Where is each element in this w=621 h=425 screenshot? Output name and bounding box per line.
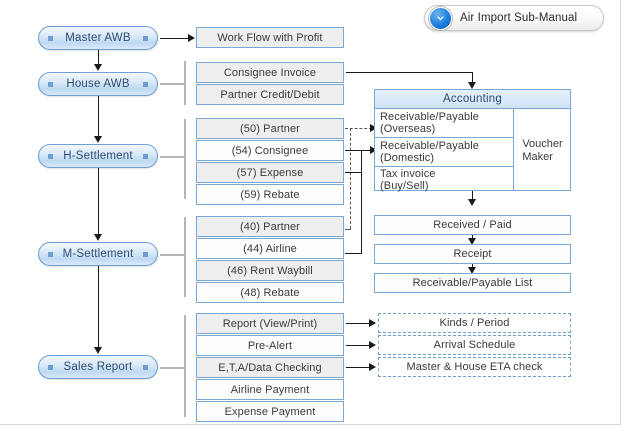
pill-dot-left-icon (48, 252, 53, 257)
master-awb-arrow-icon (188, 34, 195, 42)
spine-link-2 (98, 96, 99, 138)
m-settlement-group-bar (184, 217, 186, 297)
received-to-receipt-arrow-icon (468, 238, 476, 245)
house-awb-group-bar (184, 61, 186, 105)
box-expense-payment[interactable]: Expense Payment (196, 401, 344, 422)
domestic-bus-h (345, 150, 373, 151)
box-master-house-eta-check[interactable]: Master & House ETA check (378, 357, 571, 377)
node-m-settlement-label: M-Settlement (62, 248, 134, 260)
report-arrow-2-icon (369, 341, 376, 349)
box-54-consignee[interactable]: (54) Consignee (196, 140, 344, 161)
node-master-awb[interactable]: Master AWB (38, 26, 158, 50)
house-awb-connector (160, 83, 186, 85)
spine-link-3 (98, 168, 99, 236)
m-settlement-connector (160, 254, 186, 256)
node-m-settlement[interactable]: M-Settlement (38, 242, 158, 266)
receipt-to-list-arrow-icon (468, 267, 476, 274)
box-partner-credit-debit[interactable]: Partner Credit/Debit (196, 84, 344, 105)
accounting-header: Accounting (375, 90, 570, 109)
pill-dot-right-icon (143, 82, 148, 87)
box-44-airline[interactable]: (44) Airline (196, 238, 344, 259)
accounting-panel: Accounting Receivable/Payable(Overseas) … (374, 89, 571, 192)
box-46-rent-waybill[interactable]: (46) Rent Waybill (196, 260, 344, 281)
accounting-to-received-arrow-icon (468, 199, 476, 206)
pill-dot-left-icon (48, 36, 53, 41)
report-arrow-line-2 (346, 345, 372, 346)
box-consignee-invoice[interactable]: Consignee Invoice (196, 62, 344, 83)
pill-dot-left-icon (48, 154, 53, 159)
domestic-bus-v (361, 150, 362, 254)
node-sales-report-label: Sales Report (63, 361, 133, 373)
spine-link-1 (98, 50, 99, 66)
consignee-to-accounting-v (472, 72, 473, 84)
partner-overseas-dashed-h (345, 128, 372, 129)
pill-dot-right-icon (143, 252, 148, 257)
box-receipt[interactable]: Receipt (374, 244, 571, 264)
title-badge-label: Air Import Sub-Manual (460, 12, 578, 24)
partner-40-dashed-h (345, 229, 351, 230)
box-arrival-schedule[interactable]: Arrival Schedule (378, 335, 571, 355)
node-sales-report[interactable]: Sales Report (38, 355, 158, 379)
spine-link-4 (98, 266, 99, 349)
pill-dot-right-icon (143, 36, 148, 41)
box-report-view-print[interactable]: Report (View/Print) (196, 313, 344, 334)
spine-arrow-1-icon (94, 64, 102, 71)
partner-overseas-arrow-icon (370, 124, 377, 132)
accounting-column-divider (513, 109, 514, 191)
box-kinds-period[interactable]: Kinds / Period (378, 313, 571, 333)
chevron-down-circle-icon (429, 6, 452, 30)
report-arrow-3-icon (369, 363, 376, 371)
partner-overseas-dashed-v (350, 128, 351, 229)
master-awb-connector (160, 38, 190, 39)
box-receivable-payable-list[interactable]: Receivable/Payable List (374, 273, 571, 293)
pill-dot-right-icon (143, 154, 148, 159)
node-master-awb-label: Master AWB (65, 32, 131, 44)
sales-report-connector (160, 367, 186, 369)
pill-dot-left-icon (48, 365, 53, 370)
spine-arrow-3-icon (94, 234, 102, 241)
accounting-row-tax-invoice[interactable]: Tax invoice(Buy/Sell) (380, 167, 436, 192)
box-48-rebate[interactable]: (48) Rebate (196, 282, 344, 303)
report-arrow-line-1 (346, 323, 372, 324)
accounting-to-received-v (472, 191, 473, 201)
box-work-flow-with-profit[interactable]: Work Flow with Profit (196, 27, 344, 48)
accounting-title: Accounting (443, 93, 502, 105)
sales-report-group-bar (184, 315, 186, 417)
accounting-row-receivable-overseas[interactable]: Receivable/Payable(Overseas) (380, 111, 480, 135)
accounting-row-receivable-domestic[interactable]: Receivable/Payable(Domestic) (380, 140, 480, 164)
spine-arrow-4-icon (94, 347, 102, 354)
box-59-rebate[interactable]: (59) Rebate (196, 184, 344, 205)
consignee-to-accounting-h (346, 72, 473, 73)
pill-dot-left-icon (48, 82, 53, 87)
h-settlement-group-bar (184, 119, 186, 199)
box-57-expense[interactable]: (57) Expense (196, 162, 344, 183)
accounting-row-divider-2 (375, 166, 513, 167)
airline-bus-h (345, 253, 362, 254)
node-house-awb[interactable]: House AWB (38, 72, 158, 96)
report-arrow-1-icon (369, 319, 376, 327)
consignee-to-accounting-arrow-icon (468, 82, 476, 89)
box-received-paid[interactable]: Received / Paid (374, 215, 571, 235)
title-badge: Air Import Sub-Manual (424, 5, 604, 31)
report-arrow-line-3 (346, 367, 372, 368)
node-h-settlement-label: H-Settlement (63, 150, 133, 162)
node-house-awb-label: House AWB (66, 78, 130, 90)
h-settlement-connector (160, 156, 186, 158)
domestic-arrow-icon (370, 146, 377, 154)
accounting-row-divider-1 (375, 137, 513, 138)
box-eta-data-checking[interactable]: E,T,A/Data Checking (196, 357, 344, 378)
box-50-partner[interactable]: (50) Partner (196, 118, 344, 139)
spine-arrow-2-icon (94, 136, 102, 143)
node-h-settlement[interactable]: H-Settlement (38, 144, 158, 168)
expense-bus-h (345, 172, 362, 173)
box-airline-payment[interactable]: Airline Payment (196, 379, 344, 400)
pill-dot-right-icon (143, 365, 148, 370)
box-pre-alert[interactable]: Pre-Alert (196, 335, 344, 356)
box-40-partner[interactable]: (40) Partner (196, 216, 344, 237)
